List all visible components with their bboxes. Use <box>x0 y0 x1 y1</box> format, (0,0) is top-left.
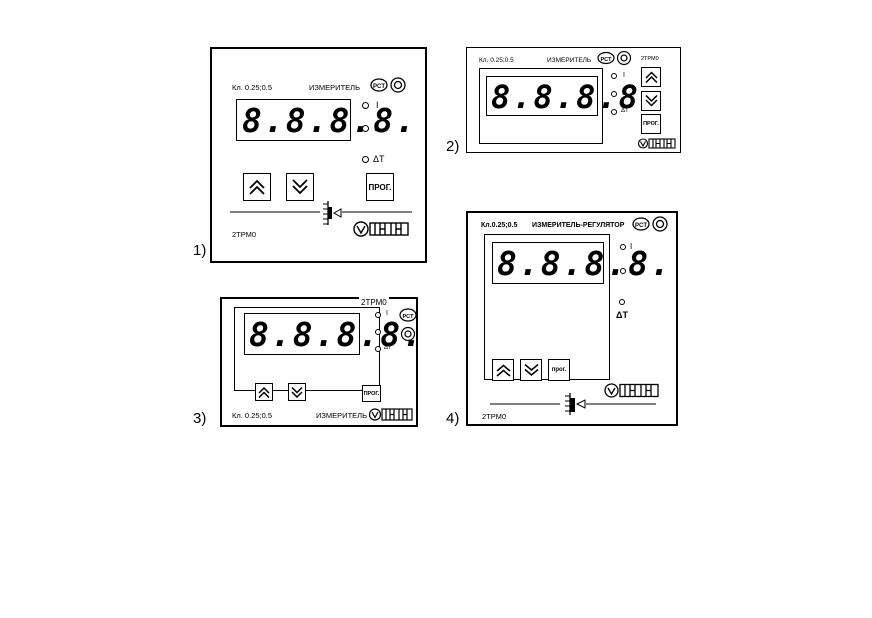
up-button[interactable] <box>243 173 271 201</box>
double-chevron-down-icon <box>523 363 539 376</box>
figure-number-3: 3) <box>193 410 207 427</box>
digital-display: 8.8.8.8. <box>486 76 659 116</box>
device-panel-4: Кл.0.25;0.5 ИЗМЕРИТЕЛЬ-РЕГУЛЯТОР PCT 8.8… <box>466 211 678 426</box>
digital-display: 8.8.8.8. <box>492 242 670 284</box>
svg-text:PCT: PCT <box>373 84 385 90</box>
mounting-bracket-icon <box>230 201 412 225</box>
display-digits: 8.8.8.8. <box>491 78 662 116</box>
led-indicator-2 <box>620 268 626 274</box>
device-title: ИЗМЕРИТЕЛЬ <box>309 83 360 92</box>
double-chevron-up-icon <box>249 179 265 195</box>
mounting-bracket-icon <box>490 393 656 415</box>
brand-logo <box>638 138 676 149</box>
svg-text:PCT: PCT <box>635 223 647 229</box>
up-button[interactable] <box>641 67 661 87</box>
up-button[interactable] <box>492 359 514 381</box>
brand-logo <box>604 383 660 398</box>
down-button[interactable] <box>520 359 542 381</box>
display-digits: 8.8.8.8. <box>242 101 417 140</box>
led-label-2: II <box>374 123 380 133</box>
model-label: 2ТРМ0 <box>482 412 507 421</box>
led-indicator-1 <box>620 244 626 250</box>
oven-logo-icon <box>369 408 413 421</box>
brand-logo <box>353 220 409 237</box>
oven-logo-icon <box>353 220 409 237</box>
certification-marks-icon: PCT <box>632 216 668 232</box>
double-chevron-down-icon <box>292 179 308 195</box>
device-title: ИЗМЕРИТЕЛЬ-РЕГУЛЯТОР <box>532 222 625 229</box>
double-chevron-up-icon <box>258 386 270 398</box>
model-label: 2ТРМ0 <box>641 56 659 62</box>
led-label-2: II <box>385 327 389 334</box>
accuracy-class-label: Кл. 0.25;0.5 <box>232 83 273 92</box>
display-digits: 8.8.8.8. <box>249 315 424 354</box>
led-label-1: I <box>630 242 633 251</box>
led-indicator-delta <box>611 109 617 115</box>
device-panel-2: Кл. 0.25;0.5 ИЗМЕРИТЕЛЬ PCT 2ТРМ0 8.8.8.… <box>466 47 681 153</box>
figure-number-2: 2) <box>446 138 460 155</box>
digital-display: 8.8.8.8. <box>236 99 415 141</box>
display-frame <box>479 68 603 144</box>
up-button[interactable] <box>255 383 273 401</box>
prog-button[interactable]: ПРОГ. <box>641 114 661 134</box>
prog-button[interactable]: ПРОГ. <box>362 385 381 402</box>
led-label-delta: ΔT <box>373 154 385 164</box>
device-title: ИЗМЕРИТЕЛЬ <box>316 411 367 420</box>
led-indicator-delta <box>619 299 625 305</box>
led-indicator-2 <box>375 329 381 335</box>
prog-button[interactable]: прог. <box>548 359 570 381</box>
svg-text:PCT: PCT <box>403 314 415 320</box>
model-tag: 2ТРМ0 <box>359 292 389 310</box>
accuracy-class-label: Кл. 0.25;0.5 <box>479 57 514 64</box>
led-indicator-1 <box>611 73 617 79</box>
led-indicator-2 <box>362 125 369 132</box>
prog-button-label: прог. <box>551 367 567 373</box>
double-chevron-down-icon <box>291 386 303 398</box>
prog-button-label: ПРОГ. <box>368 182 392 192</box>
double-chevron-down-icon <box>644 95 658 107</box>
led-label-1: I <box>386 310 388 317</box>
svg-text:PCT: PCT <box>601 57 613 63</box>
model-label: 2ТРМ0 <box>232 230 257 239</box>
led-label-2: II <box>622 90 626 97</box>
prog-button-label: ПРОГ. <box>643 121 659 127</box>
device-panel-3: 2ТРМ0 8.8.8.8. I II ΔT PCT ПРОГ. Кл. 0.2… <box>220 292 422 427</box>
led-label-2: II <box>629 266 634 275</box>
down-button[interactable] <box>641 91 661 111</box>
down-button[interactable] <box>286 173 314 201</box>
brand-logo <box>369 408 413 421</box>
led-indicator-delta <box>362 156 369 163</box>
certification-marks-icon: PCT <box>399 308 417 342</box>
led-label-delta: ΔT <box>384 345 392 351</box>
double-chevron-up-icon <box>644 71 658 83</box>
prog-button-label: ПРОГ. <box>363 390 380 397</box>
model-label: 2ТРМ0 <box>361 298 387 307</box>
certification-marks-icon: PCT <box>370 77 406 93</box>
led-indicator-delta <box>375 346 381 352</box>
double-chevron-up-icon <box>495 363 511 377</box>
led-indicator-1 <box>375 312 381 318</box>
figure-number-4: 4) <box>446 410 460 427</box>
led-indicator-2 <box>611 91 617 97</box>
figure-number-1: 1) <box>193 242 207 259</box>
digital-display: 8.8.8.8. <box>244 313 422 355</box>
led-label-1: I <box>376 100 379 110</box>
led-label-1: I <box>623 72 625 79</box>
led-label-delta: ΔT <box>616 310 628 320</box>
device-panel-1: Кл. 0.25;0.5 ИЗМЕРИТЕЛЬ PCT 8.8.8.8. I I… <box>210 47 427 263</box>
accuracy-class-label: Кл.0.25;0.5 <box>481 222 518 229</box>
accuracy-class-label: Кл. 0.25;0.5 <box>232 411 273 420</box>
prog-button[interactable]: ПРОГ. <box>366 173 394 201</box>
oven-logo-icon <box>638 138 676 149</box>
led-label-delta: ΔT <box>621 108 629 114</box>
display-digits: 8.8.8.8. <box>497 244 672 283</box>
led-indicator-1 <box>362 102 369 109</box>
oven-logo-icon <box>604 383 659 398</box>
display-frame <box>484 234 610 380</box>
down-button[interactable] <box>288 383 306 401</box>
device-title: ИЗМЕРИТЕЛЬ <box>547 57 592 64</box>
certification-marks-icon: PCT <box>597 51 632 66</box>
